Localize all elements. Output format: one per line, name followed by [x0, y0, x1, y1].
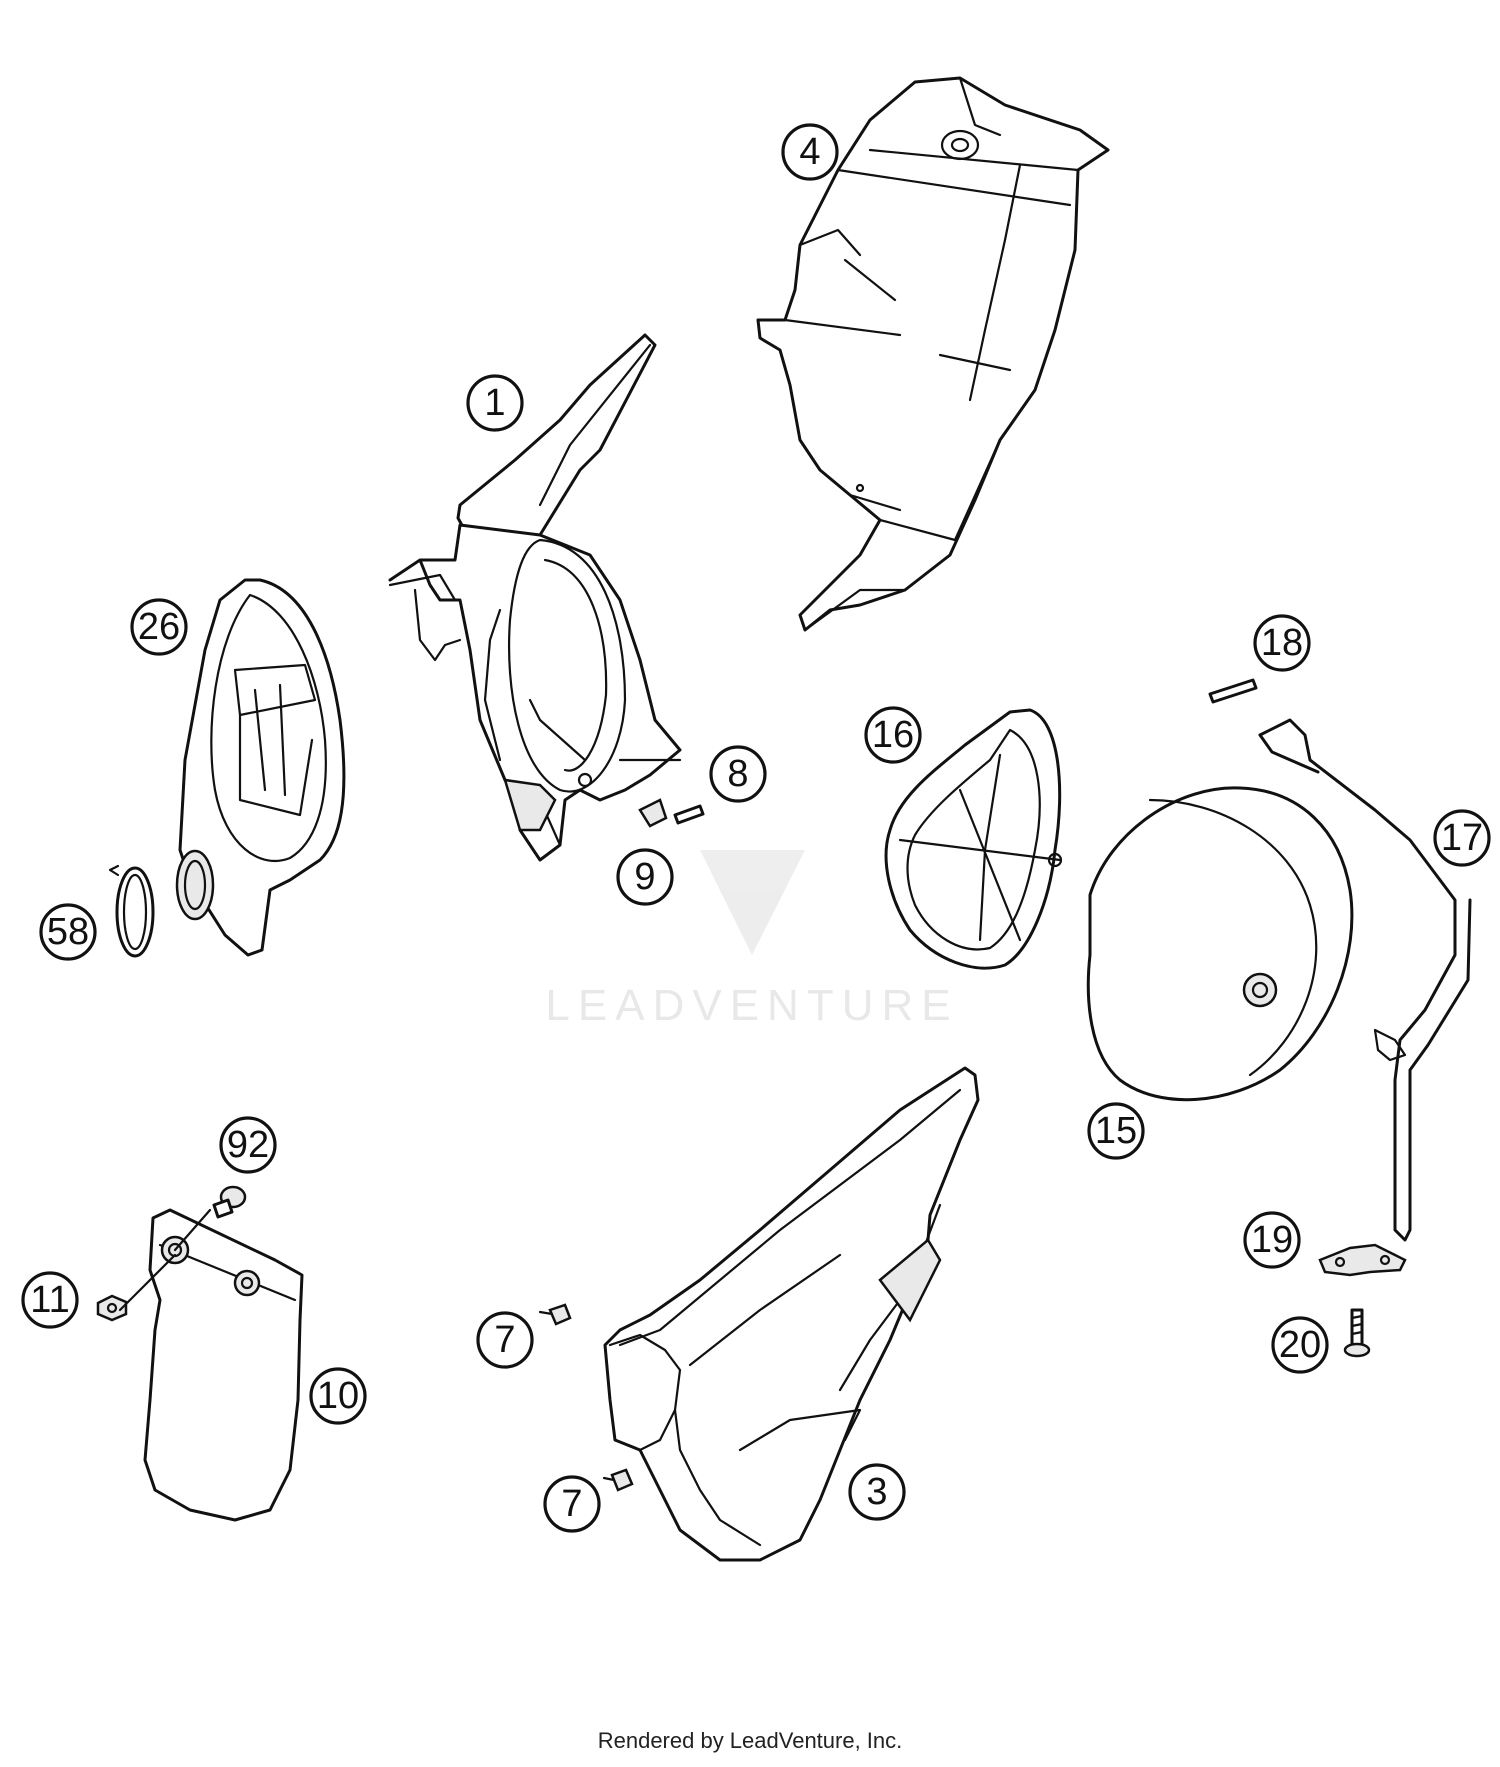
- part-16-filter-cage: [884, 708, 1063, 970]
- callout-label: 92: [227, 1124, 269, 1166]
- part-18-pin: [1208, 678, 1258, 704]
- callout-label: 9: [634, 856, 655, 898]
- callout-58: 58: [39, 903, 97, 961]
- callout-label: 16: [872, 714, 914, 756]
- part-9-clip: [638, 798, 668, 828]
- callout-18: 18: [1253, 614, 1311, 672]
- watermark-text: LEADVENTURE: [545, 981, 958, 1030]
- part-17-retaining-wire: [1258, 718, 1472, 1242]
- part-7-screw-upper: [538, 1303, 572, 1326]
- callout-20: 20: [1271, 1316, 1329, 1374]
- part-20-bolt: [1343, 1308, 1371, 1358]
- part-10-mud-flap: [143, 1208, 304, 1522]
- part-8-screw: [673, 804, 705, 825]
- part-58-hose-clamp: [108, 864, 155, 958]
- part-4-airbox-housing: [756, 76, 1110, 632]
- callout-3: 3: [848, 1463, 906, 1521]
- callout-label: 4: [799, 131, 820, 173]
- callout-label: 20: [1279, 1324, 1321, 1366]
- callout-26: 26: [130, 598, 188, 656]
- callout-label: 17: [1441, 817, 1483, 859]
- callout-19: 19: [1243, 1211, 1301, 1269]
- callout-label: 7: [561, 1483, 582, 1525]
- part-1-intake-cage: [388, 333, 682, 862]
- part-26-air-filter: [175, 578, 346, 957]
- watermark-logo-icon: [700, 850, 805, 955]
- callout-1: 1: [466, 374, 524, 432]
- callout-8: 8: [709, 745, 767, 803]
- callout-label: 10: [317, 1375, 359, 1417]
- leader-lines: [118, 1208, 212, 1312]
- watermark: LEADVENTURE: [545, 850, 958, 1030]
- footer-credit: Rendered by LeadVenture, Inc.: [597, 1728, 903, 1753]
- callout-label: 58: [47, 911, 89, 953]
- callout-label: 1: [484, 382, 505, 424]
- callout-label: 18: [1261, 622, 1303, 664]
- callout-7-lower: 7: [543, 1475, 601, 1533]
- callout-16: 16: [864, 706, 922, 764]
- callout-4: 4: [781, 123, 839, 181]
- callout-label: 19: [1251, 1219, 1293, 1261]
- callout-label: 7: [494, 1319, 515, 1361]
- callout-label: 15: [1095, 1110, 1137, 1152]
- part-19-bracket: [1318, 1243, 1407, 1277]
- callout-7-upper: 7: [476, 1311, 534, 1369]
- callout-17: 17: [1433, 809, 1491, 867]
- part-15-filter-cover: [1086, 786, 1354, 1102]
- callout-label: 26: [138, 606, 180, 648]
- part-7-screw-lower: [602, 1468, 634, 1492]
- callout-15: 15: [1087, 1102, 1145, 1160]
- callout-9: 9: [616, 848, 674, 906]
- callout-92: 92: [219, 1116, 277, 1174]
- callout-label: 11: [30, 1279, 69, 1321]
- part-11-nut: [96, 1294, 128, 1322]
- callout-label: 3: [866, 1471, 887, 1513]
- part-92-bolt: [212, 1185, 247, 1219]
- callout-10: 10: [309, 1367, 367, 1425]
- callout-label: 8: [727, 753, 748, 795]
- part-3-side-cover: [603, 1066, 980, 1562]
- callout-11: 11: [21, 1271, 79, 1329]
